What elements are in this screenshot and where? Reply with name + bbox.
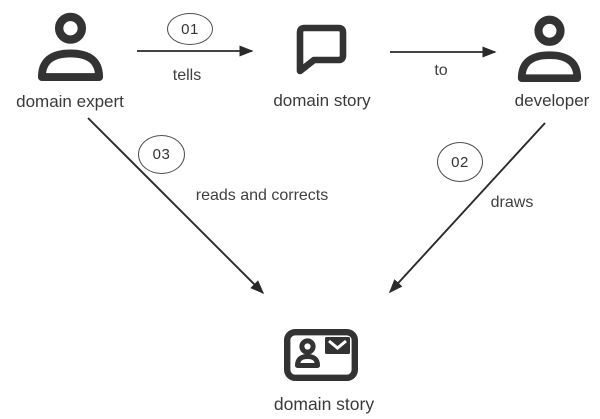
node-label-domain-expert: domain expert [16, 92, 124, 111]
node-label-domain-story-bottom: domain story [273, 394, 375, 414]
step-badge-01: 01 [167, 13, 213, 45]
person-head [54, 12, 87, 44]
speech-bubble-outline [296, 24, 347, 75]
node-label-developer: developer [514, 91, 590, 110]
arrow-draws [388, 122, 546, 294]
envelope-flap [328, 339, 347, 350]
arrow-label-reads-and-corrects: reads and corrects [195, 187, 329, 204]
arrow-label-draws: draws [490, 194, 534, 211]
domain-story-picture-card-icon [284, 329, 358, 381]
card-person-torso [295, 354, 320, 368]
card-person-head [299, 338, 316, 355]
draws-arrow-line [388, 122, 546, 294]
step-badge-02: 02 [437, 142, 483, 182]
person-torso [37, 49, 104, 82]
developer-person-icon [517, 15, 582, 83]
envelope-icon [325, 337, 350, 354]
reads-arrow-line [87, 117, 265, 295]
node-label-domain-story-top: domain story [273, 91, 371, 110]
person-torso [517, 51, 582, 83]
speech-bubble-icon [296, 24, 347, 75]
person-head [534, 15, 565, 46]
step-badge-03: 03 [138, 135, 185, 174]
arrow-reads-and-corrects [87, 117, 265, 295]
arrow-label-tells: tells [172, 67, 202, 84]
arrow-label-to: to [434, 62, 448, 79]
domain-expert-person-icon [37, 12, 104, 82]
